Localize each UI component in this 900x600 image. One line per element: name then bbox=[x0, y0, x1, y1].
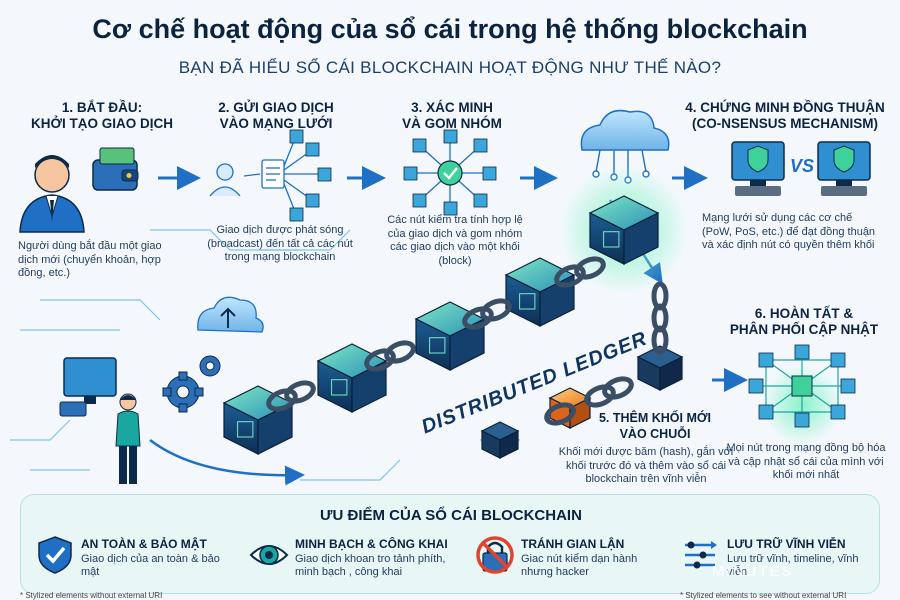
step-1-desc: Người dùng bắt đầu một giao dịch mới (ch… bbox=[18, 240, 162, 279]
benefit-anti-fraud-desc: Giac nút kiểm dạn hành nhưng hacker bbox=[521, 553, 638, 578]
footnote-left: * Stylized elements without external URI bbox=[20, 591, 163, 600]
broadcast-network-icon bbox=[209, 129, 332, 222]
step-6-desc: Mọi nút trong mạng đồng bộ hóa và cập nh… bbox=[726, 442, 886, 481]
benefit-security: AN TOÀN & BẢO MẬT Giao dịch của an toàn … bbox=[35, 535, 245, 585]
step-3-desc: Các nút kiểm tra tính hợp lệ của giao dị… bbox=[387, 214, 523, 267]
benefit-transparency: MINH BẠCH & CÔNG KHAI Giao dịch khoan tr… bbox=[249, 535, 469, 585]
gears-icon bbox=[162, 355, 221, 413]
benefit-transparency-title: MINH BẠCH & CÔNG KHAI bbox=[295, 537, 448, 551]
distributed-network-icon bbox=[748, 344, 856, 445]
step-4-desc: Mạng lưới sử dụng các cơ chế (PoW, PoS, … bbox=[702, 212, 876, 251]
shield-check-icon bbox=[38, 536, 72, 574]
block-6 bbox=[636, 345, 684, 391]
benefit-permanent-storage-title: LƯU TRỮ VĨNH VIỄN bbox=[727, 537, 846, 551]
step-1-title: 1. BẮT ĐẦU:KHỞI TẠO GIAO DỊCH bbox=[30, 100, 173, 131]
step-4-title: 4. CHỨNG MINH ĐỒNG THUẬN(CO-NSENSUS MECH… bbox=[685, 100, 885, 131]
vs-label: VS bbox=[790, 156, 814, 176]
user-wallet-icon bbox=[19, 147, 139, 233]
benefit-security-desc: Giao dịch của an toàn & bảo mật bbox=[81, 553, 220, 578]
block-1 bbox=[222, 385, 294, 455]
upload-cloud-icon bbox=[197, 296, 264, 333]
benefit-anti-fraud-title: TRÁNH GIAN LẬN bbox=[521, 537, 625, 551]
benefits-title: ƯU ĐIỂM CỦA SỔ CÁI BLOCKCHAIN bbox=[320, 507, 582, 524]
step-6-title: 6. HOÀN TẤT &PHÂN PHỐI CẬP NHẬT bbox=[729, 306, 879, 337]
watermark: MINUTES bbox=[712, 563, 794, 580]
eye-icon bbox=[249, 545, 289, 565]
person-computer-icon bbox=[59, 357, 141, 484]
no-fraud-icon bbox=[476, 536, 514, 574]
block-5 bbox=[559, 165, 689, 295]
page-title: Cơ chế hoạt động của sổ cái trong hệ thố… bbox=[92, 14, 808, 44]
page-subtitle: BẠN ĐÃ HIỂU SỔ CÁI BLOCKCHAIN HOẠT ĐỘNG … bbox=[178, 58, 722, 77]
chain-links bbox=[266, 256, 669, 426]
consensus-monitors-icon: VS bbox=[731, 141, 871, 196]
step-5-desc: Khối mới được băm (hash), gắn với khối t… bbox=[558, 446, 734, 485]
step-2-desc: Giao dịch được phát sóng (broadcast) đến… bbox=[207, 224, 353, 263]
block-7 bbox=[480, 421, 520, 459]
benefit-permanent-storage: LƯU TRỮ VĨNH VIỄN Lưu trữ vĩnh, timeline… bbox=[681, 535, 877, 585]
blockchain bbox=[222, 165, 689, 459]
benefit-security-title: AN TOÀN & BẢO MẬT bbox=[81, 537, 207, 551]
benefit-permanent-storage-desc: Lưu trữ vĩnh, timeline, vĩnh viễn bbox=[727, 553, 859, 578]
footnote-right: * Stylized elements to see without exter… bbox=[680, 591, 847, 600]
benefits-panel: ƯU ĐIỂM CỦA SỔ CÁI BLOCKCHAIN AN TOÀN & … bbox=[20, 494, 880, 594]
benefit-anti-fraud: TRÁNH GIAN LẬN Giac nút kiểm dạn hành nh… bbox=[475, 535, 675, 585]
flow-arrow-bottom bbox=[149, 439, 305, 486]
verify-hub-icon bbox=[403, 129, 497, 216]
benefit-transparency-desc: Giao dịch khoan tro tảnh phíth, minh bạc… bbox=[295, 553, 446, 578]
timeline-icon bbox=[685, 541, 717, 569]
